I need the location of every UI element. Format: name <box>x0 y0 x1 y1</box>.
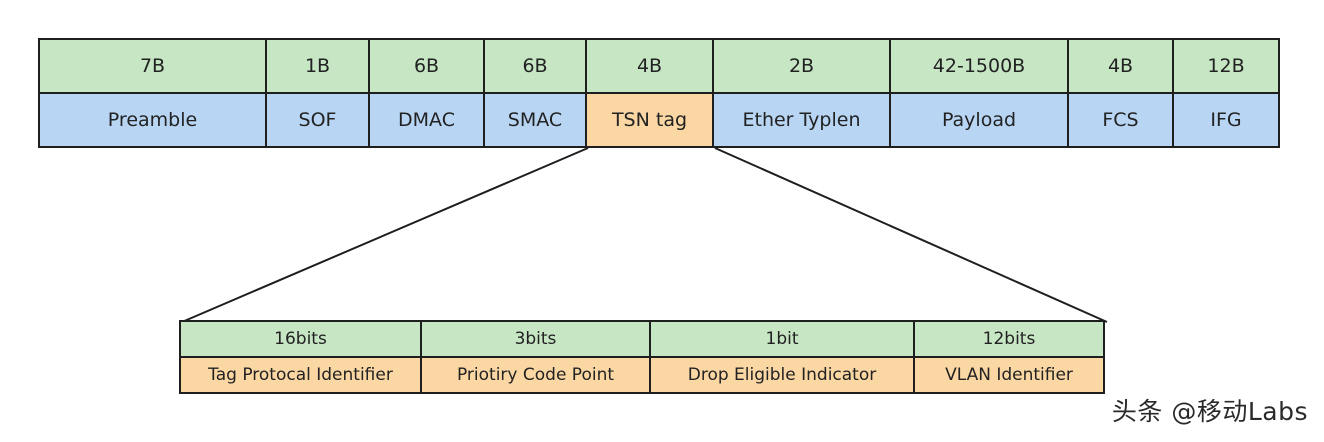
frame-size-fcs: 4B <box>1067 38 1174 94</box>
frame-size-payload: 42-1500B <box>889 38 1069 94</box>
tsn-size-dei: 1bit <box>649 320 915 358</box>
frame-field-sof: SOF <box>265 92 370 148</box>
frame-field-ifg: IFG <box>1172 92 1280 148</box>
tsn-tag-size-row: 16bits 3bits 1bit 12bits <box>179 320 1105 358</box>
frame-field-row: Preamble SOF DMAC SMAC TSN tag Ether Typ… <box>38 92 1280 148</box>
frame-field-smac: SMAC <box>483 92 587 148</box>
frame-size-dmac: 6B <box>368 38 485 94</box>
frame-size-tsn-tag: 4B <box>585 38 714 94</box>
zoom-line-left <box>181 147 589 323</box>
frame-field-preamble: Preamble <box>38 92 267 148</box>
frame-size-sof: 1B <box>265 38 370 94</box>
frame-size-row: 7B 1B 6B 6B 4B 2B 42-1500B 4B 12B <box>38 38 1280 94</box>
zoom-line-right <box>714 147 1108 323</box>
frame-size-preamble: 7B <box>38 38 267 94</box>
watermark: 头条 @移动Labs <box>1111 397 1308 426</box>
frame-field-fcs: FCS <box>1067 92 1174 148</box>
tsn-field-tpid: Tag Protocal Identifier <box>179 356 422 394</box>
tsn-size-tpid: 16bits <box>179 320 422 358</box>
tsn-field-vid: VLAN Identifier <box>913 356 1105 394</box>
frame-field-tsn-tag: TSN tag <box>585 92 714 148</box>
frame-size-ifg: 12B <box>1172 38 1280 94</box>
frame-size-ether-typlen: 2B <box>712 38 891 94</box>
tsn-field-dei: Drop Eligible Indicator <box>649 356 915 394</box>
tsn-field-pcp: Priotiry Code Point <box>420 356 651 394</box>
tsn-size-vid: 12bits <box>913 320 1105 358</box>
tsn-tag-field-row: Tag Protocal Identifier Priotiry Code Po… <box>179 356 1105 394</box>
tsn-size-pcp: 3bits <box>420 320 651 358</box>
frame-field-ether-typlen: Ether Typlen <box>712 92 891 148</box>
frame-size-smac: 6B <box>483 38 587 94</box>
frame-field-dmac: DMAC <box>368 92 485 148</box>
frame-field-payload: Payload <box>889 92 1069 148</box>
